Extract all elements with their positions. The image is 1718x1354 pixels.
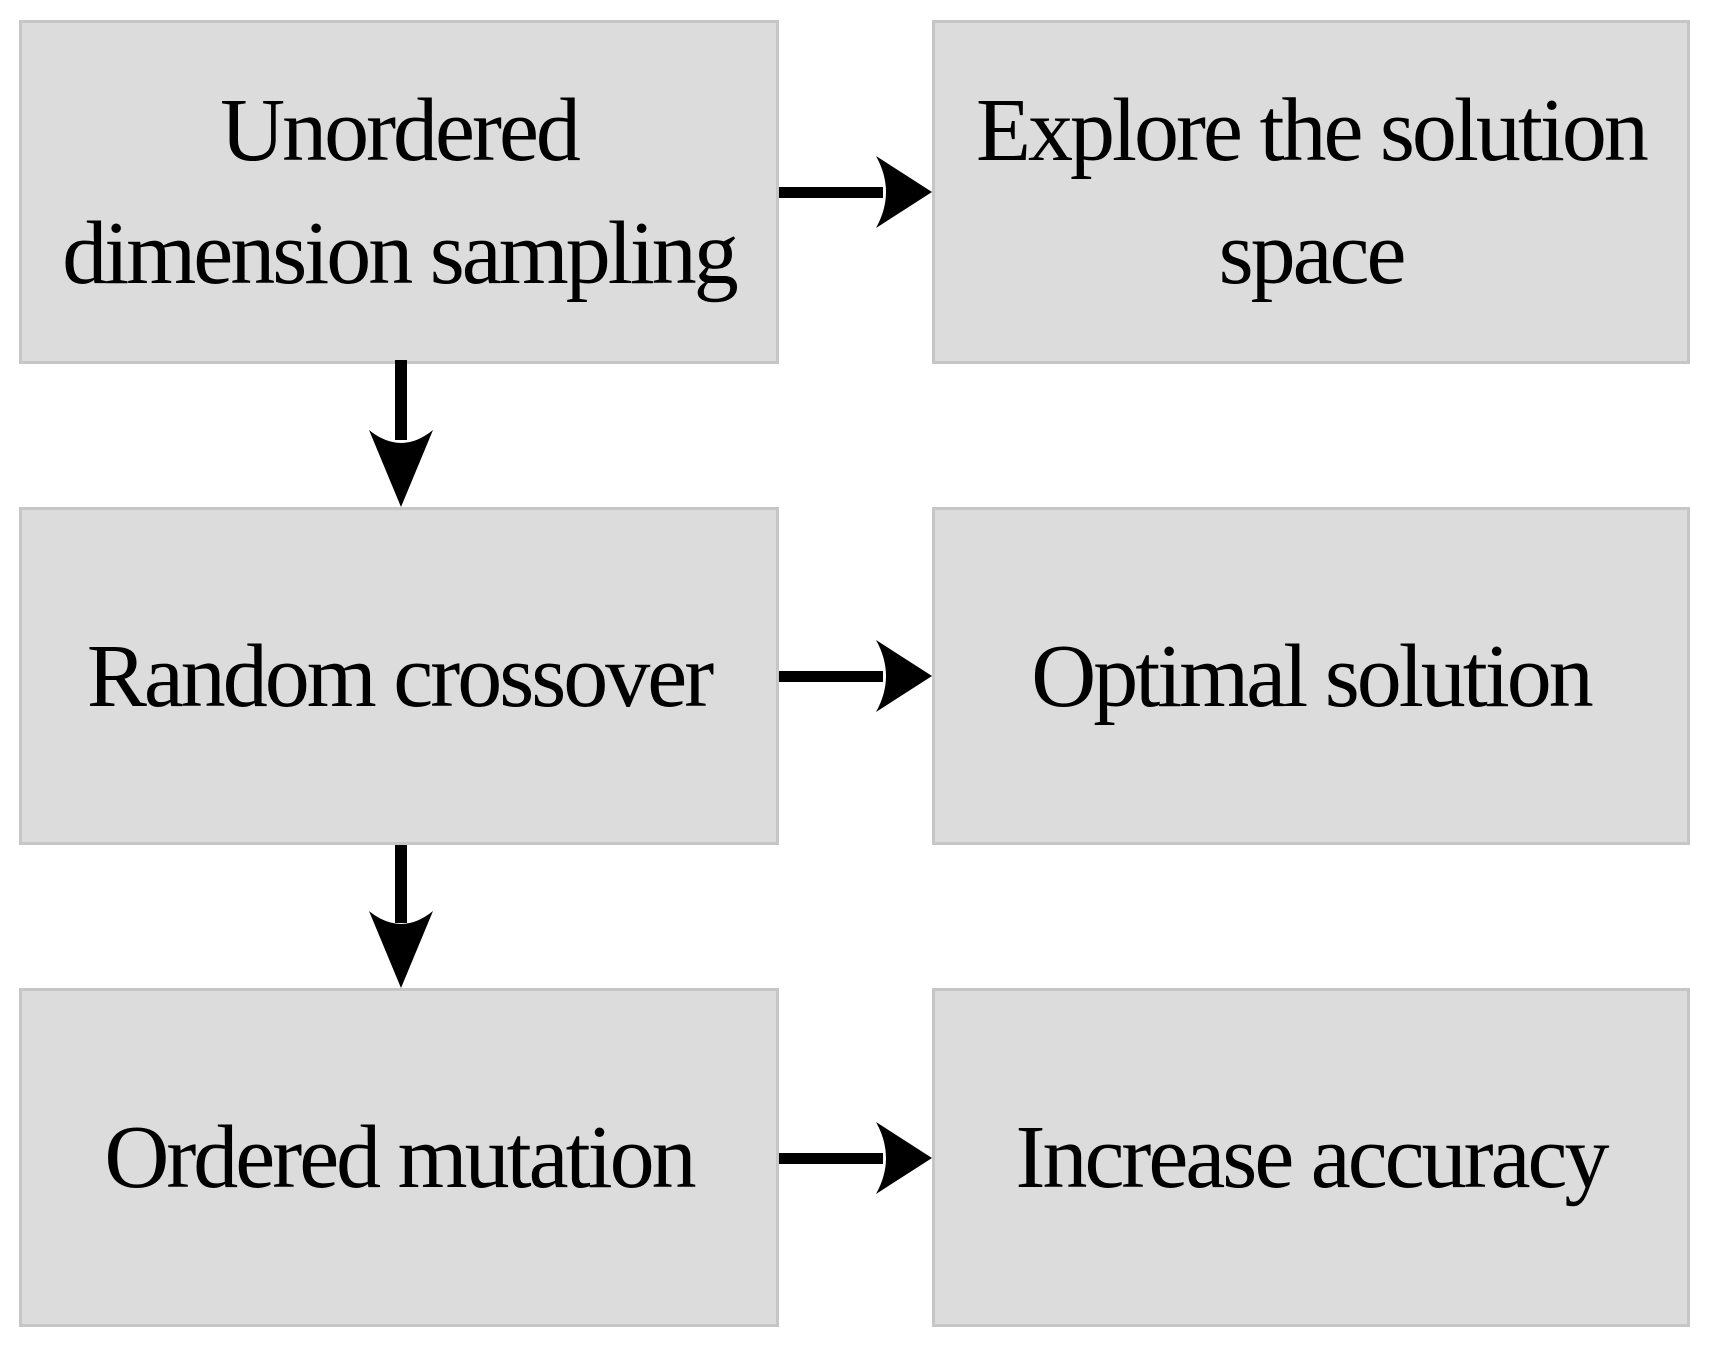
flow-box-label-line: space — [1218, 204, 1407, 303]
flow-box-increase-accuracy: Increase accuracy — [932, 988, 1690, 1327]
flow-box-label-line: Increase accuracy — [1015, 1108, 1610, 1207]
arrow-right-icon — [779, 152, 932, 232]
arrow-right-icon — [779, 636, 932, 716]
arrow-down-icon — [361, 360, 441, 507]
flow-box-optimal-solution: Optimal solution — [932, 507, 1690, 845]
flow-box-unordered-dimension-sampling: Unordered dimension sampling — [19, 20, 779, 364]
flow-box-label-line: dimension sampling — [62, 204, 738, 303]
flow-box-random-crossover: Random crossover — [19, 507, 779, 845]
flow-box-label-line: Unordered — [220, 81, 581, 180]
arrow-right-icon — [779, 1118, 932, 1198]
flow-box-label-line: Random crossover — [86, 626, 714, 726]
flow-box-label-line: Optimal solution — [1031, 626, 1593, 726]
flow-box-label-line: Explore the solution — [976, 81, 1649, 180]
flow-box-ordered-mutation: Ordered mutation — [19, 988, 779, 1327]
flow-box-explore-solution-space: Explore the solution space — [932, 20, 1690, 364]
flow-box-label-line: Ordered mutation — [104, 1108, 696, 1207]
arrow-down-icon — [361, 845, 441, 988]
